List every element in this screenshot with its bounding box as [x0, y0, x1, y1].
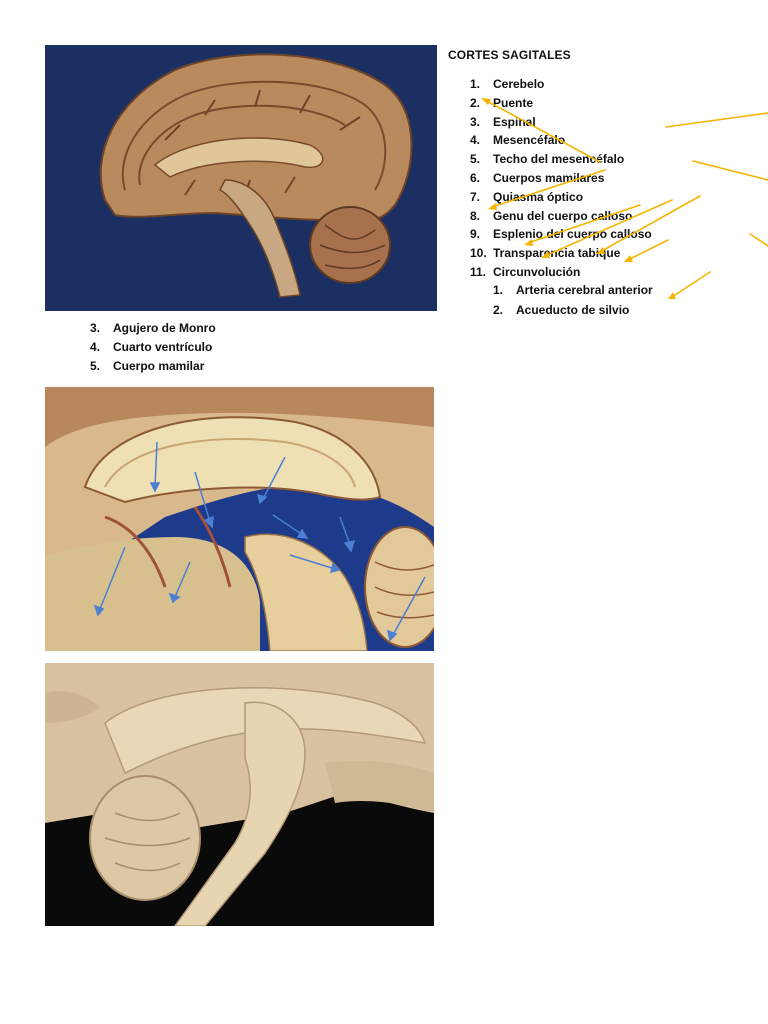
list-item-label: Puente: [493, 95, 534, 110]
list-item-label: Transparencia tabique: [493, 246, 621, 261]
list-item-number: 1.: [470, 77, 481, 91]
list-item-number: 3.: [470, 114, 481, 129]
list-item-number: 7.: [470, 189, 481, 204]
list-item-label: Cuerpos mamilares: [493, 170, 605, 185]
list-item-number: 10.: [470, 246, 487, 261]
brain-sagittal-photo-1: [45, 45, 437, 311]
list-item-label: Techo del mesencéfalo: [493, 152, 625, 167]
list-item: 2. Puente: [470, 94, 652, 113]
list-item-label: Acueducto de silvio: [516, 303, 630, 317]
list-item-label: Genu del cuerpo calloso: [493, 208, 633, 223]
list-item: 8. Genu del cuerpo calloso: [470, 207, 652, 226]
list-item: 5. Techo del mesencéfalo: [470, 150, 652, 169]
list-item-label: Agujero de Monro: [113, 321, 216, 335]
page-title: CORTES SAGITALES: [448, 48, 571, 62]
list-item: 1. Cerebelo: [470, 75, 652, 94]
brain-sagittal-photo-3: [45, 663, 434, 926]
list-item-number: 4.: [90, 339, 101, 354]
list-item-label: Mesencéfalo: [493, 133, 566, 148]
sub-structures-list: 1. Arteria cerebral anterior 2. Acueducto …: [493, 280, 653, 320]
list-item-number: 2.: [493, 303, 504, 317]
list-item: 2. Acueducto de silvio: [493, 300, 653, 320]
list-item-label: Esplenio del cuerpo calloso: [493, 227, 652, 242]
list-item-number: 2.: [470, 95, 481, 110]
list-item: 1. Arteria cerebral anterior: [493, 280, 653, 300]
list-item: 10. Transparencia tabique: [470, 244, 652, 263]
list-item-label: Arteria cerebral anterior: [516, 283, 653, 297]
list-item: 11. Circunvolución: [470, 263, 652, 282]
orange-line: [665, 112, 768, 128]
orange-line: [692, 160, 768, 181]
list-item-label: Espinal: [493, 114, 536, 129]
brain-sagittal-photo-2: [45, 387, 434, 651]
list-item-label: Cerebelo: [493, 77, 545, 91]
list-item: 3. Espinal: [470, 113, 652, 132]
list-item-number: 5.: [470, 152, 481, 167]
structures-list: 1. Cerebelo 2. Puente 3. Espinal 4. Mesencéf…: [470, 75, 652, 282]
list-item: 7. Quiasma óptico: [470, 188, 652, 207]
list-item: 5. Cuerpo mamilar: [90, 357, 216, 376]
list-item: 6. Cuerpos mamilares: [470, 169, 652, 188]
orange-line: [749, 233, 768, 247]
list-item-number: 4.: [470, 133, 481, 148]
orange-arrowhead: [668, 292, 676, 299]
blue-annotation-arrows: [93, 441, 426, 642]
list-item-label: Cuarto ventrículo: [113, 339, 213, 354]
list-item-number: 1.: [493, 283, 504, 297]
orange-arrow: [671, 271, 711, 298]
list-item-number: 5.: [90, 358, 101, 373]
list-item-number: 11.: [470, 264, 487, 279]
list-item: 9. Esplenio del cuerpo calloso: [470, 225, 652, 244]
list-item-number: 3.: [90, 321, 101, 335]
list-item-label: Cuerpo mamilar: [113, 358, 205, 373]
list-item: 4. Mesencéfalo: [470, 131, 652, 150]
list-item-number: 6.: [470, 170, 481, 185]
list-item-label: Circunvolución: [493, 264, 581, 279]
list-item: 3. Agujero de Monro: [90, 319, 216, 338]
list-item-number: 9.: [470, 227, 481, 242]
list-item-label: Quiasma óptico: [493, 189, 584, 204]
photo-legend-list: 3. Agujero de Monro 4. Cuarto ventrículo 5…: [90, 319, 216, 375]
list-item-number: 8.: [470, 208, 481, 223]
list-item: 4. Cuarto ventrículo: [90, 338, 216, 357]
